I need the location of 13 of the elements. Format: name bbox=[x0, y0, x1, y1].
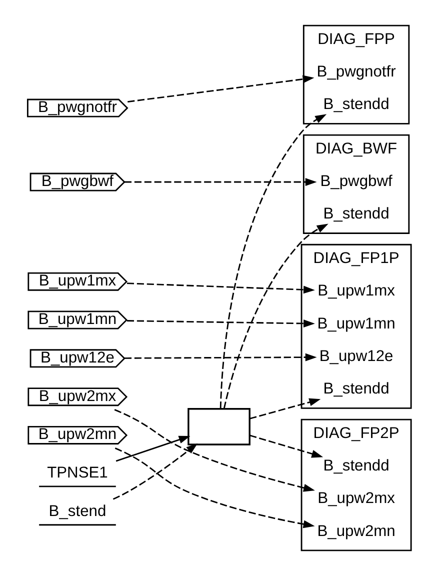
node-text: B_upw1mn bbox=[317, 315, 396, 332]
node-text: B_stendd bbox=[323, 380, 390, 398]
node-text: B_stendd bbox=[323, 206, 390, 223]
node-text: B_upw12e bbox=[319, 348, 394, 365]
node-text: B_stendd bbox=[323, 96, 390, 114]
node-text: B_stend bbox=[48, 503, 106, 520]
node-text: B_upw2mn bbox=[317, 522, 396, 540]
node-text: B_upw2mx bbox=[318, 490, 395, 508]
node-text: B_pwgnotfr bbox=[316, 63, 396, 80]
node-text: TPNSE1 bbox=[47, 464, 108, 482]
node-text: B_upw1mx bbox=[318, 282, 395, 300]
node-text: B_pwgbwf bbox=[320, 173, 392, 190]
node-text: B_stendd bbox=[323, 458, 390, 475]
